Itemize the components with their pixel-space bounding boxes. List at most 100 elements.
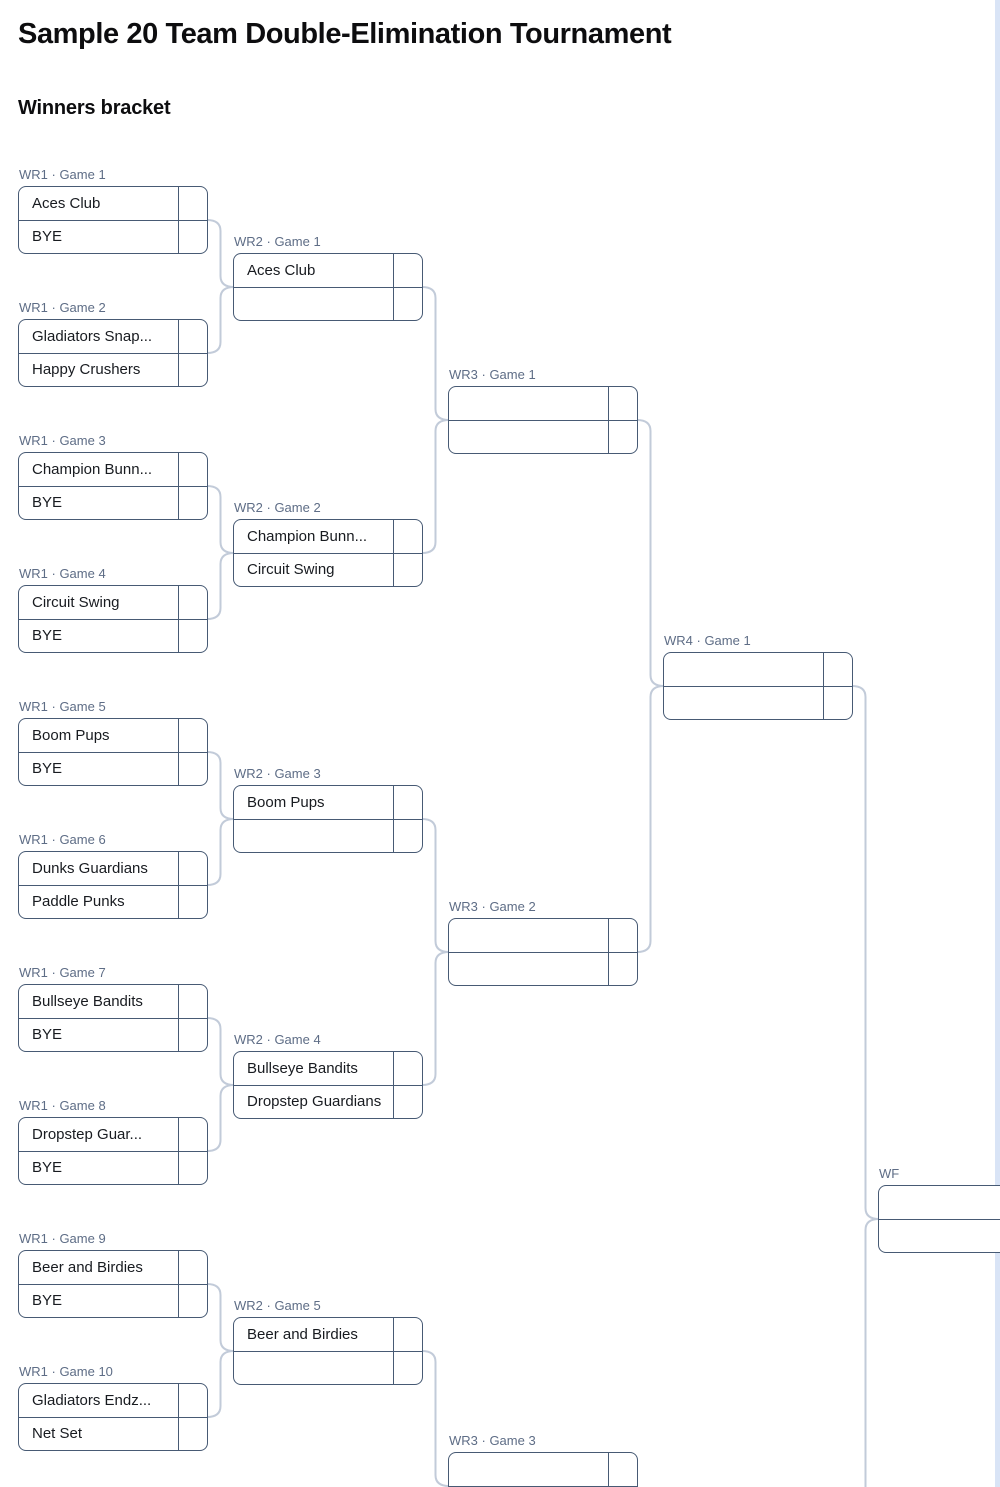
team-row[interactable]: BYE — [19, 618, 207, 653]
team-row[interactable] — [449, 1485, 637, 1487]
score-cell[interactable] — [177, 753, 207, 786]
team-row[interactable]: BYE — [19, 1017, 207, 1052]
team-row[interactable]: Champion Bunn... — [234, 520, 422, 553]
team-row[interactable]: Net Set — [19, 1416, 207, 1451]
score-cell[interactable] — [177, 852, 207, 885]
score-cell[interactable] — [822, 687, 852, 720]
team-name: Net Set — [32, 1425, 83, 1443]
match-label: WR3 · Game 3 — [449, 1433, 536, 1448]
score-cell[interactable] — [177, 1251, 207, 1284]
score-cell[interactable] — [177, 1019, 207, 1052]
match-label: WR1 · Game 6 — [19, 832, 106, 847]
score-cell[interactable] — [392, 786, 422, 819]
score-cell[interactable] — [392, 1352, 422, 1385]
score-cell[interactable] — [607, 387, 637, 420]
score-cell[interactable] — [177, 1118, 207, 1151]
team-row[interactable] — [449, 951, 637, 986]
team-row[interactable] — [449, 419, 637, 454]
score-cell[interactable] — [177, 1418, 207, 1451]
team-row[interactable] — [664, 685, 852, 720]
team-row[interactable]: Dropstep Guardians — [234, 1084, 422, 1119]
score-cell[interactable] — [607, 919, 637, 952]
score-column-divider — [392, 520, 394, 586]
score-cell[interactable] — [177, 187, 207, 220]
score-cell[interactable] — [392, 554, 422, 587]
score-cell[interactable] — [177, 886, 207, 919]
team-row[interactable]: Bullseye Bandits — [19, 985, 207, 1018]
team-row[interactable]: BYE — [19, 1283, 207, 1318]
score-cell[interactable] — [177, 719, 207, 752]
team-name: Gladiators Endz... — [32, 1391, 152, 1409]
score-column-divider — [822, 653, 824, 719]
score-cell[interactable] — [392, 520, 422, 553]
team-name: Bullseye Bandits — [32, 992, 143, 1010]
team-row[interactable]: Paddle Punks — [19, 884, 207, 919]
score-cell[interactable] — [392, 1318, 422, 1351]
team-row[interactable]: BYE — [19, 751, 207, 786]
team-name: Circuit Swing — [247, 561, 335, 579]
score-cell[interactable] — [392, 820, 422, 853]
score-cell[interactable] — [177, 1285, 207, 1318]
match-box: Boom Pups — [233, 785, 423, 853]
score-cell[interactable] — [177, 320, 207, 353]
team-row[interactable] — [234, 1350, 422, 1385]
team-row[interactable]: Beer and Birdies — [19, 1251, 207, 1284]
team-row[interactable]: Gladiators Endz... — [19, 1384, 207, 1417]
score-cell[interactable] — [392, 288, 422, 321]
score-cell[interactable] — [607, 953, 637, 986]
team-row[interactable]: Beer and Birdies — [234, 1318, 422, 1351]
score-cell[interactable] — [177, 1152, 207, 1185]
team-row[interactable]: BYE — [19, 219, 207, 254]
score-cell[interactable] — [392, 254, 422, 287]
score-column-divider — [607, 387, 609, 453]
score-cell[interactable] — [177, 487, 207, 520]
match-box: Gladiators Endz... Net Set — [18, 1383, 208, 1451]
team-row[interactable]: Boom Pups — [19, 719, 207, 752]
connector-line — [636, 685, 665, 953]
team-row[interactable] — [234, 286, 422, 321]
team-row[interactable]: Aces Club — [19, 187, 207, 220]
score-cell[interactable] — [177, 1384, 207, 1417]
scrollbar-stripe[interactable] — [995, 0, 1000, 1487]
team-row[interactable]: Dunks Guardians — [19, 852, 207, 885]
team-row[interactable]: Aces Club — [234, 254, 422, 287]
team-row[interactable]: Champion Bunn... — [19, 453, 207, 486]
score-cell[interactable] — [177, 586, 207, 619]
connector-line — [206, 818, 235, 886]
score-cell[interactable] — [607, 421, 637, 454]
team-row[interactable] — [234, 818, 422, 853]
team-row[interactable]: BYE — [19, 485, 207, 520]
team-row[interactable]: BYE — [19, 1150, 207, 1185]
team-row[interactable]: Circuit Swing — [19, 586, 207, 619]
match-wf: WF — [878, 1166, 1000, 1253]
team-row[interactable] — [879, 1186, 1000, 1219]
score-cell[interactable] — [392, 1052, 422, 1085]
score-cell[interactable] — [177, 620, 207, 653]
score-cell[interactable] — [177, 354, 207, 387]
team-row[interactable]: Circuit Swing — [234, 552, 422, 587]
score-column-divider — [177, 320, 179, 386]
team-row[interactable]: Bullseye Bandits — [234, 1052, 422, 1085]
team-row[interactable]: Happy Crushers — [19, 352, 207, 387]
score-cell[interactable] — [607, 1453, 637, 1486]
match-label: WR4 · Game 1 — [664, 633, 751, 648]
score-cell[interactable] — [822, 653, 852, 686]
score-cell[interactable] — [177, 453, 207, 486]
match-label: WR1 · Game 5 — [19, 699, 106, 714]
team-row[interactable]: Boom Pups — [234, 786, 422, 819]
team-row[interactable]: Dropstep Guar... — [19, 1118, 207, 1151]
team-row[interactable]: Gladiators Snap... — [19, 320, 207, 353]
team-row[interactable] — [879, 1218, 1000, 1253]
score-cell[interactable] — [177, 985, 207, 1018]
score-cell[interactable] — [177, 221, 207, 254]
score-cell[interactable] — [392, 1086, 422, 1119]
